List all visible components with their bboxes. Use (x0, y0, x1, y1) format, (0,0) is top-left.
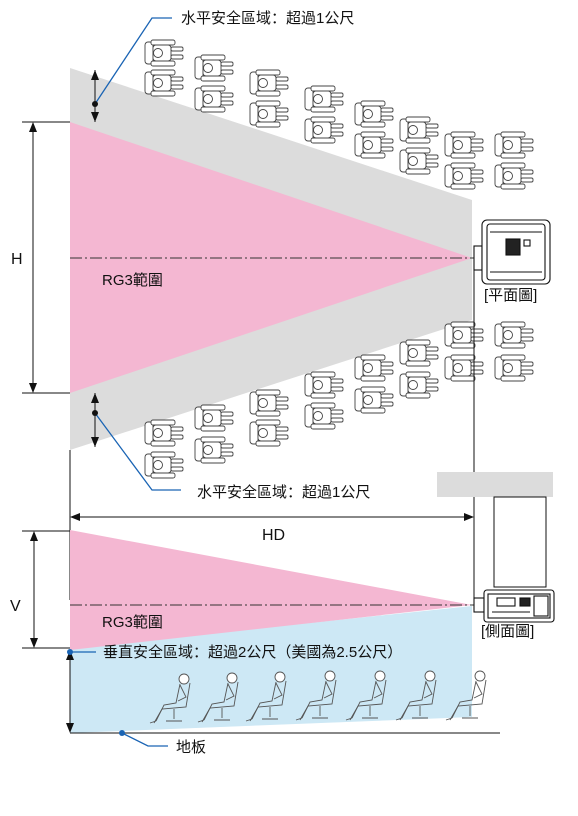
ceiling (437, 472, 553, 497)
seated-person-top-icon (144, 451, 184, 479)
side-view-label: [側面圖] (481, 623, 534, 640)
seated-person-side-icon (345, 670, 387, 721)
seated-person-side-icon (149, 673, 191, 724)
seated-person-top-icon (494, 354, 534, 382)
seated-person-top-icon (354, 386, 394, 414)
h-dimension (22, 121, 70, 394)
projector-plan-icon (473, 219, 551, 285)
seated-person-top-icon (399, 116, 439, 144)
seated-person-top-icon (494, 162, 534, 190)
seated-person-top-icon (304, 402, 344, 430)
seated-person-top-icon (144, 69, 184, 97)
seated-person-top-icon (494, 131, 534, 159)
seated-person-side-icon (295, 670, 337, 721)
bottom-safety-zone-label: 水平安全區域：超過1公尺 (197, 483, 370, 501)
seated-person-top-icon (144, 39, 184, 67)
seated-person-top-icon (444, 321, 484, 349)
seated-person-top-icon (194, 85, 234, 113)
seated-person-top-icon (494, 321, 534, 349)
seated-person-side-icon (197, 672, 239, 723)
seated-person-top-icon (249, 419, 289, 447)
safety-zone-depth-arrow-bottom (91, 393, 99, 447)
safety-zone-depth-arrow-top (91, 70, 99, 122)
seated-person-top-icon (144, 419, 184, 447)
seated-person-top-icon (304, 371, 344, 399)
rg3-label-plan: RG3範圍 (102, 271, 163, 289)
h-label: H (11, 251, 23, 268)
v-dimension (22, 530, 70, 649)
callout-dot-top (92, 101, 98, 107)
seated-person-top-icon (354, 354, 394, 382)
vertical-safety-zone-label: 垂直安全區域：超過2公尺（美國為2.5公尺） (103, 643, 402, 661)
seated-person-top-icon (249, 389, 289, 417)
seated-person-top-icon (444, 162, 484, 190)
seated-person-side-icon (445, 670, 487, 721)
seated-person-top-icon (399, 339, 439, 367)
hd-dimension (70, 513, 474, 521)
ceiling-mount (493, 496, 547, 588)
callout-dot-vertical (67, 649, 73, 655)
seated-person-top-icon (304, 116, 344, 144)
seated-person-top-icon (444, 131, 484, 159)
audience-plan-view (144, 39, 534, 479)
seated-person-top-icon (249, 100, 289, 128)
seated-person-top-icon (194, 404, 234, 432)
seated-person-top-icon (354, 100, 394, 128)
callout-dot-bottom (92, 410, 98, 416)
rg3-label-side: RG3範圍 (102, 613, 163, 631)
seated-person-side-icon (245, 671, 287, 722)
callout-dot-floor (119, 730, 125, 736)
hd-label: HD (262, 527, 285, 544)
seated-person-top-icon (354, 131, 394, 159)
rg3-zone-side (70, 530, 472, 650)
seated-person-top-icon (194, 54, 234, 82)
seated-person-top-icon (444, 354, 484, 382)
v-label: V (10, 598, 21, 615)
seated-person-top-icon (399, 147, 439, 175)
projector-side-icon (473, 589, 555, 623)
seated-person-top-icon (249, 69, 289, 97)
seated-person-top-icon (399, 371, 439, 399)
plan-view-label: [平面圖] (484, 287, 537, 304)
audience-side-view (149, 670, 487, 724)
callout-bottom (94, 412, 181, 491)
callout-floor (121, 732, 168, 747)
floor-label: 地板 (176, 738, 206, 756)
seated-person-side-icon (395, 670, 437, 721)
top-safety-zone-label: 水平安全區域：超過1公尺 (181, 9, 354, 27)
callout-top (94, 17, 172, 105)
seated-person-top-icon (304, 85, 344, 113)
seated-person-top-icon (194, 436, 234, 464)
